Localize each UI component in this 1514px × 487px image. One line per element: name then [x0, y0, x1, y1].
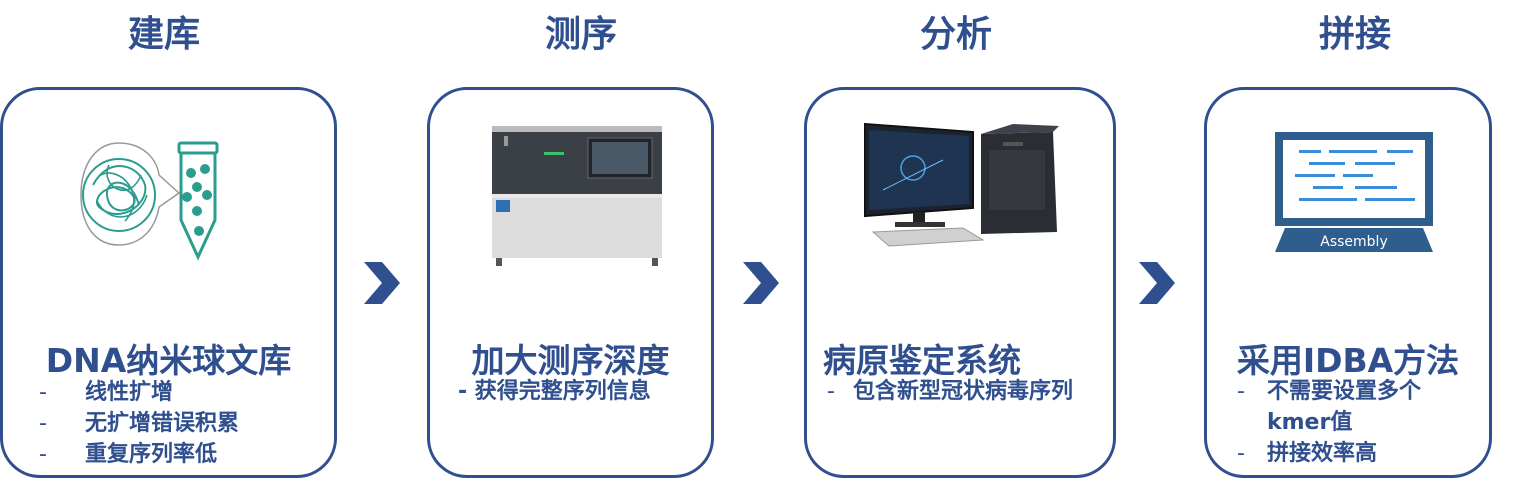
list-item: -线性扩增: [39, 380, 174, 405]
card-heading-analysis: 病原鉴定系统: [823, 341, 1021, 380]
bullet-list-analysis: -包含新型冠状病毒序列: [827, 376, 1117, 407]
list-item: -包含新型冠状病毒序列: [827, 379, 1074, 404]
card-heading-sequencing: 加大测序深度: [471, 341, 670, 380]
bullet-list-sequencing: - 获得完整序列信息: [458, 376, 698, 407]
bullet-list-library: -线性扩增 -无扩增错误积累 -重复序列率低: [39, 377, 319, 470]
list-item: - 获得完整序列信息: [458, 379, 651, 404]
dna-nanoball-tube-icon: [80, 141, 219, 261]
sequencer-machine-icon: [492, 126, 662, 266]
list-item: -重复序列率低: [39, 442, 218, 467]
list-item: kmer值: [1267, 410, 1353, 435]
step-title-assembly: 拼接: [1318, 14, 1391, 55]
card-sequencing: 加大测序深度 - 获得完整序列信息: [427, 87, 714, 478]
chevron-right-icon: [364, 262, 400, 304]
assembly-label: Assembly: [1320, 234, 1388, 250]
card-analysis: 病原鉴定系统 -包含新型冠状病毒序列: [804, 87, 1116, 478]
workstation-computer-icon: [864, 122, 1059, 247]
list-item: -无扩增错误积累: [39, 411, 240, 436]
chevron-right-icon: [743, 262, 779, 304]
card-library: DNA纳米球文库 -线性扩增 -无扩增错误积累 -重复序列率低: [0, 87, 337, 478]
card-heading-library: DNA纳米球文库: [45, 341, 292, 380]
laptop-assembly-icon: [1275, 132, 1433, 252]
step-title-library: 建库: [127, 14, 200, 55]
step-title-analysis: 分析: [919, 14, 992, 55]
card-assembly: Assembly 采用IDBA方法 -不需要设置多个 kmer值 -拼接效率高: [1204, 87, 1492, 478]
card-heading-assembly: 采用IDBA方法: [1236, 341, 1460, 380]
bullet-list-assembly: -不需要设置多个 kmer值 -拼接效率高: [1237, 376, 1487, 469]
list-item: -拼接效率高: [1237, 441, 1378, 466]
step-title-sequencing: 测序: [544, 14, 617, 55]
chevron-right-icon: [1139, 262, 1175, 304]
list-item: -不需要设置多个: [1237, 379, 1422, 404]
